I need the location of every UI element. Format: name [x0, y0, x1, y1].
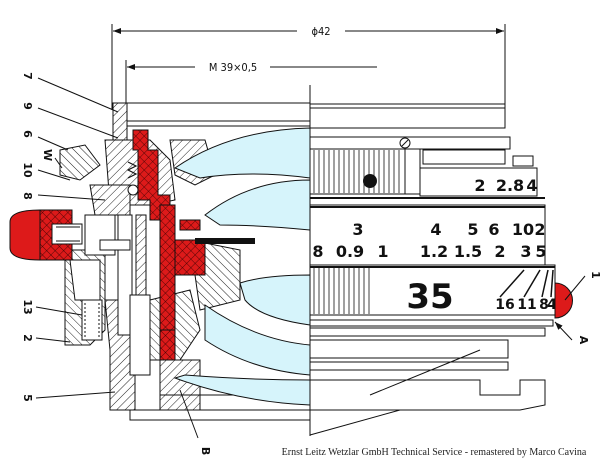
- diameter-label: ϕ42: [311, 25, 330, 38]
- svg-text:0.9: 0.9: [336, 242, 364, 261]
- svg-text:1: 1: [377, 242, 388, 261]
- part-label-7: 7: [21, 72, 34, 80]
- part-label-6: 6: [21, 130, 34, 138]
- red-index-dot: [554, 282, 573, 319]
- focal-length: 35: [406, 277, 453, 317]
- dimension-outer-diameter: ϕ42: [111, 24, 506, 110]
- aperture-value-2: 2: [474, 176, 485, 195]
- svg-text:4: 4: [547, 297, 557, 313]
- svg-text:1.5: 1.5: [454, 242, 482, 261]
- distance-meter-row: 8 0.9 1 1.2 1.5 2 3 5: [312, 242, 546, 261]
- part-labels: 7 9 6 W 10 8 13 2 5 B A 1: [21, 72, 600, 455]
- lens-element-2: [204, 179, 311, 231]
- svg-text:3: 3: [520, 242, 531, 261]
- focus-ring: [309, 204, 546, 266]
- svg-text:5: 5: [467, 220, 478, 239]
- dof-scale: 16 11 8 4: [495, 269, 557, 313]
- thread-label: M 39×0,5: [209, 61, 257, 74]
- svg-text:1.2: 1.2: [420, 242, 448, 261]
- part-label-10: 10: [21, 162, 34, 178]
- svg-text:8: 8: [312, 242, 323, 261]
- leader-lines: [35, 77, 586, 439]
- part-label-b: B: [199, 447, 212, 455]
- svg-text:8: 8: [539, 297, 549, 313]
- lens-element-4: [204, 304, 311, 376]
- index-dot: [363, 174, 377, 188]
- svg-text:10: 10: [512, 220, 534, 239]
- part-label-13: 13: [21, 299, 34, 314]
- dof-ring: [309, 264, 556, 316]
- part-label-1: 1: [589, 271, 600, 279]
- svg-text:5: 5: [535, 242, 546, 261]
- aperture-value-4: 4: [526, 176, 537, 195]
- exterior-view: 2 2.8 4 3 4 5 6 10 2 8 0.9 1 1.2 1.5 2 3…: [309, 103, 573, 436]
- svg-text:4: 4: [430, 220, 441, 239]
- lens-elements: [173, 127, 311, 406]
- svg-text:16: 16: [495, 297, 514, 313]
- part-label-9: 9: [21, 102, 34, 110]
- cross-section: [9, 102, 311, 421]
- svg-text:3: 3: [352, 220, 363, 239]
- svg-text:6: 6: [488, 220, 499, 239]
- part-label-a: A: [577, 336, 590, 345]
- part-label-w: W: [41, 149, 54, 161]
- part-label-2: 2: [21, 334, 34, 342]
- credit-text: Ernst Leitz Wetzlar GmbH Technical Servi…: [282, 447, 587, 458]
- aperture-knob: [9, 209, 41, 261]
- svg-text:2: 2: [534, 220, 545, 239]
- lens-element-3: [239, 274, 311, 326]
- part-label-5: 5: [21, 394, 34, 402]
- aperture-ring: [419, 167, 538, 197]
- part-label-8: 8: [21, 192, 34, 200]
- svg-text:11: 11: [517, 297, 536, 313]
- svg-text:2: 2: [494, 242, 505, 261]
- aperture-value-2-8: 2.8: [496, 176, 524, 195]
- distance-feet-row: 3 4 5 6 10 2: [352, 220, 545, 239]
